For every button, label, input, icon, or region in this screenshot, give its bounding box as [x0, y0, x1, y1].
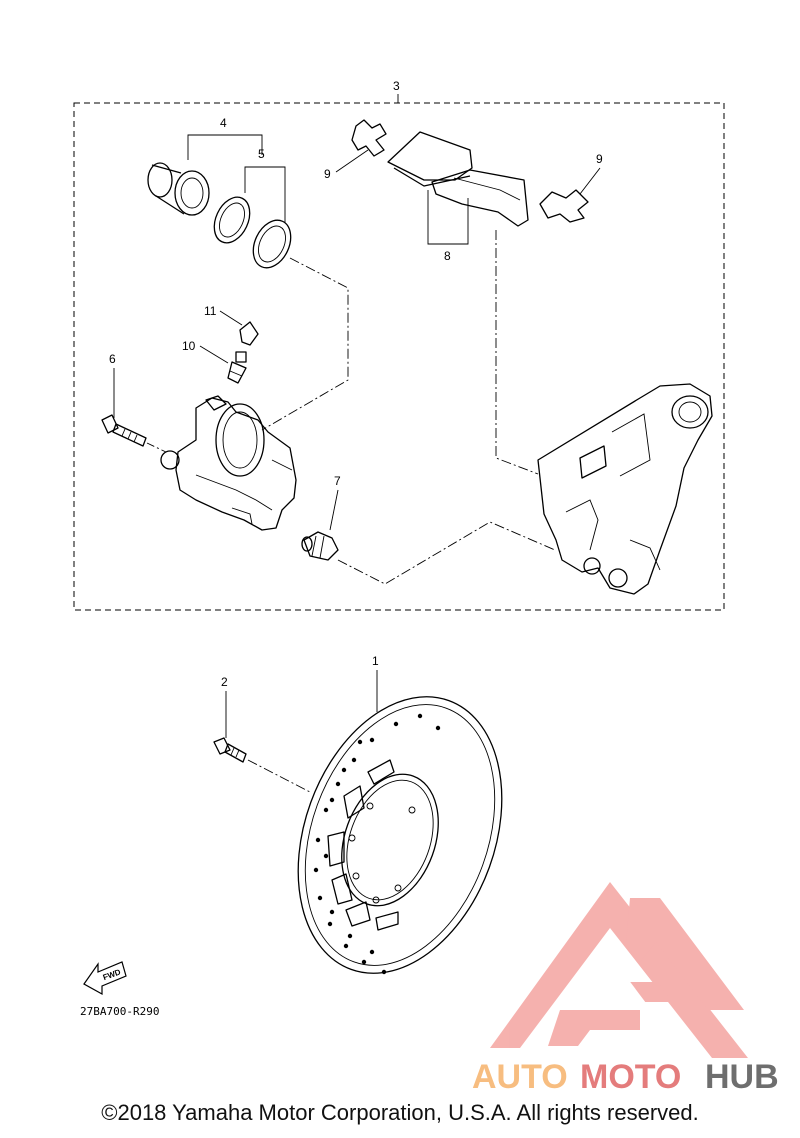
callout-1: 1 — [372, 654, 379, 668]
brake-disc — [297, 696, 503, 975]
callout-10: 10 — [182, 339, 196, 353]
fwd-arrow-icon: FWD — [83, 961, 127, 996]
callout-5: 5 — [258, 147, 265, 161]
bleed-cap — [239, 321, 259, 346]
bleed-screw — [227, 351, 247, 384]
parts-diagram: 3 4 5 11 10 6 — [73, 79, 779, 1096]
watermark-hub: HUB — [705, 1058, 779, 1096]
watermark-auto: AUTO — [472, 1058, 568, 1096]
piston — [147, 162, 210, 216]
callout-4: 4 — [220, 116, 227, 130]
callout-2: 2 — [221, 675, 228, 689]
callout-3: 3 — [393, 79, 400, 93]
piston-seals — [213, 196, 292, 269]
callout-6: 6 — [109, 352, 116, 366]
automotohub-logo — [490, 882, 748, 1058]
caliper-body — [160, 395, 297, 531]
caliper-bracket — [537, 383, 713, 595]
pad-spring-left — [351, 119, 387, 157]
caliper-assembly-box — [73, 102, 725, 611]
watermark-moto: MOTO — [580, 1058, 681, 1096]
caliper-bolt — [101, 414, 147, 447]
callout-9-left: 9 — [324, 167, 331, 181]
diagram-code: 27BA700-R290 — [80, 1005, 159, 1018]
brake-pads — [387, 131, 529, 227]
disc-bolt — [213, 737, 247, 763]
callout-9-right: 9 — [596, 152, 603, 166]
pad-spring-right — [539, 189, 589, 223]
copyright-notice: ©2018 Yamaha Motor Corporation, U.S.A. A… — [101, 1100, 699, 1125]
callout-11: 11 — [204, 304, 217, 318]
callout-7: 7 — [334, 474, 341, 488]
callout-8: 8 — [444, 249, 451, 263]
pin-boot — [301, 531, 339, 561]
